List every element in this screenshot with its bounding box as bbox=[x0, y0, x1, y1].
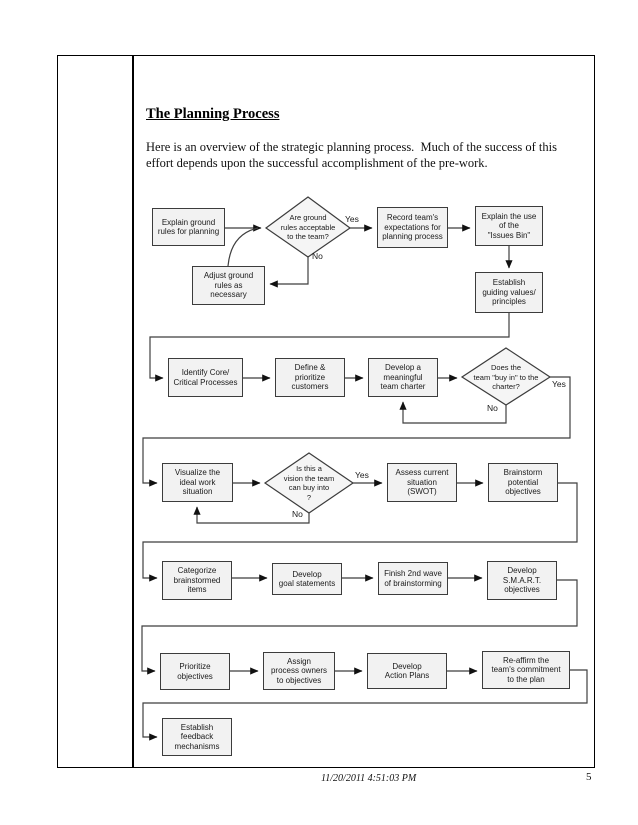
flow-diamond-vision-buy-into-text: Is this a vision the team can buy into ? bbox=[283, 464, 335, 502]
flow-box-visualize-ideal-work: Visualize the ideal work situation bbox=[162, 463, 233, 502]
connector-diamond2-no-charter bbox=[399, 401, 507, 424]
decision-label-yes-3: Yes bbox=[355, 470, 369, 480]
flow-box-record-expectations: Record team's expectations for planning … bbox=[377, 207, 448, 248]
decision-label-yes-1: Yes bbox=[345, 214, 359, 224]
connector-brainstorm-to-categorize bbox=[142, 482, 578, 582]
flow-box-reaffirm-commitment: Re-affirm the team's commitment to the p… bbox=[482, 651, 570, 689]
connector-adjust-arc-return bbox=[227, 227, 259, 267]
page-frame bbox=[57, 55, 595, 768]
connector-smart-to-prioritize bbox=[141, 579, 578, 675]
flow-diamond-buy-in-charter bbox=[460, 347, 552, 406]
flow-box-explain-ground-rules: Explain ground rules for planning bbox=[152, 208, 225, 246]
flow-box-prioritize-objectives: Prioritize objectives bbox=[160, 653, 230, 690]
flow-box-brainstorm-objectives: Brainstorm potential objectives bbox=[488, 463, 558, 502]
connector-diamond2-yes-visualize bbox=[142, 376, 571, 487]
connector-values-to-identify bbox=[149, 313, 510, 382]
flow-diamond-buy-in-charter-text: Does the team "buy in" to the charter? bbox=[473, 363, 539, 391]
flow-box-develop-smart-objectives: Develop S.M.A.R.T. objectives bbox=[487, 561, 557, 600]
flow-diamond-ground-rules bbox=[264, 196, 352, 258]
flow-diamond-ground-rules-text: Are ground rules acceptable to the team? bbox=[280, 213, 336, 241]
flow-diamond-vision-buy-into bbox=[263, 452, 355, 514]
flow-box-assign-process-owners: Assign process owners to objectives bbox=[263, 652, 335, 690]
flow-box-finish-second-wave: Finish 2nd wave of brainstorming bbox=[378, 562, 448, 595]
flow-box-define-prioritize-customers: Define & prioritize customers bbox=[275, 358, 345, 397]
flow-box-categorize-items: Categorize brainstormed items bbox=[162, 561, 232, 600]
decision-label-no-1: No bbox=[312, 251, 323, 261]
frame-divider bbox=[132, 55, 134, 768]
flow-box-develop-team-charter: Develop a meaningful team charter bbox=[368, 358, 438, 397]
decision-label-no-3: No bbox=[292, 509, 303, 519]
flow-box-establish-guiding-values: Establish guiding values/ principles bbox=[475, 272, 543, 313]
page-number: 5 bbox=[586, 771, 592, 783]
flow-box-identify-core-processes: Identify Core/ Critical Processes bbox=[168, 358, 243, 397]
flow-box-explain-issues-bin: Explain the use of the "Issues Bin" bbox=[475, 206, 543, 246]
page-title: The Planning Process bbox=[146, 106, 280, 122]
flow-box-adjust-ground-rules: Adjust ground rules as necessary bbox=[192, 266, 265, 305]
decision-label-yes-2: Yes bbox=[552, 379, 566, 389]
connector-diamond1-no-adjust bbox=[269, 257, 309, 288]
decision-label-no-2: No bbox=[487, 403, 498, 413]
flow-box-develop-goal-statements: Develop goal statements bbox=[272, 563, 342, 595]
connector-reaffirm-to-feedback bbox=[142, 669, 588, 741]
flow-box-establish-feedback: Establish feedback mechanisms bbox=[162, 718, 232, 756]
intro-paragraph: Here is an overview of the strategic pla… bbox=[146, 140, 557, 170]
flow-box-assess-swot: Assess current situation (SWOT) bbox=[387, 463, 457, 502]
footer-timestamp: 11/20/2011 4:51:03 PM bbox=[321, 773, 417, 784]
flow-box-develop-action-plans: Develop Action Plans bbox=[367, 653, 447, 689]
connector-diamond3-no-visualize bbox=[193, 506, 310, 524]
